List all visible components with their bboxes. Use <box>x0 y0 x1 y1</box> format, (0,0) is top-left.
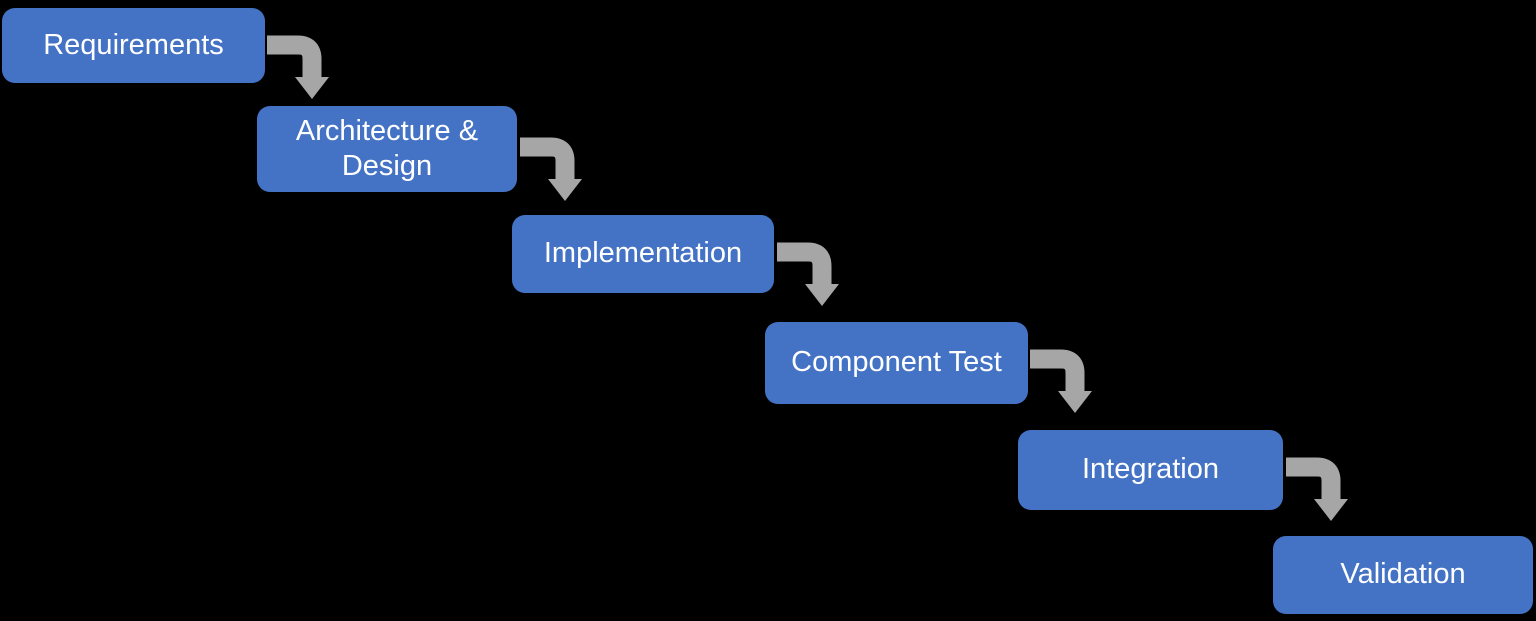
step-box-component-test: Component Test <box>765 322 1028 404</box>
arrow-head-icon <box>1314 499 1348 521</box>
arrow-head-icon <box>548 179 582 201</box>
arrow-elbow <box>777 242 832 286</box>
step-box-architecture-design: Architecture & Design <box>257 106 517 192</box>
step-box-requirements: Requirements <box>2 8 265 83</box>
arrow-elbow <box>267 35 322 79</box>
flow-arrow-2 <box>520 137 582 201</box>
step-label: Architecture & Design <box>295 114 479 182</box>
arrow-elbow <box>1286 457 1341 501</box>
flow-arrow-1 <box>267 35 329 99</box>
arrow-head-icon <box>295 77 329 99</box>
step-box-integration: Integration <box>1018 430 1283 510</box>
flow-arrow-3 <box>777 242 839 306</box>
arrow-elbow <box>520 137 575 181</box>
step-label: Component Test <box>791 346 1002 379</box>
flow-arrow-5 <box>1286 457 1348 521</box>
step-label: Validation <box>1340 558 1466 591</box>
step-box-implementation: Implementation <box>512 215 774 293</box>
step-label: Requirements <box>43 28 224 61</box>
step-box-validation: Validation <box>1273 536 1533 614</box>
arrow-elbow <box>1030 349 1085 393</box>
step-label: Implementation <box>543 237 743 270</box>
flow-arrow-4 <box>1030 349 1092 413</box>
arrow-head-icon <box>805 284 839 306</box>
step-label: Integration <box>1081 453 1220 486</box>
arrow-head-icon <box>1058 391 1092 413</box>
